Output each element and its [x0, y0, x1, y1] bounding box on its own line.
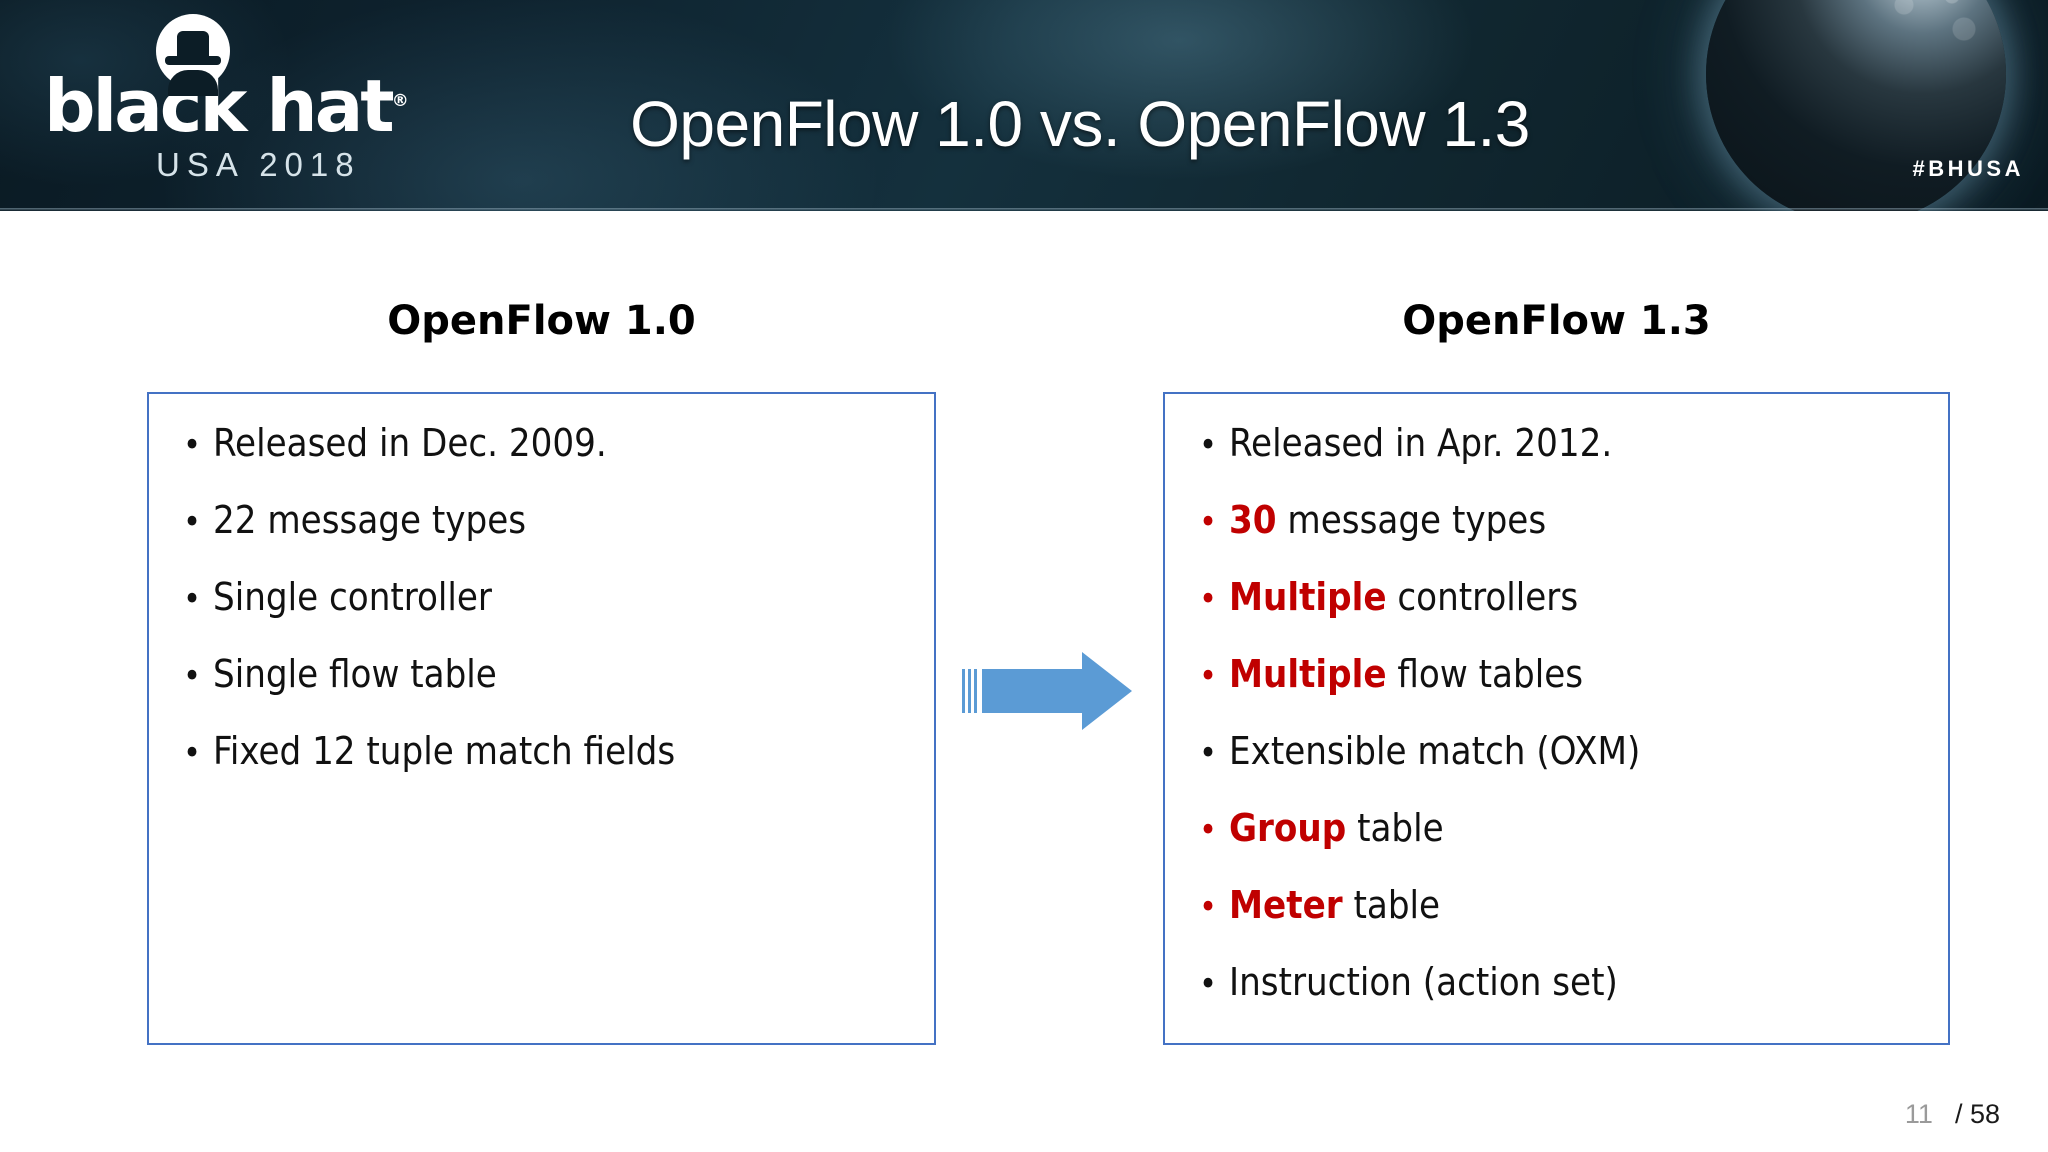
event-hashtag: #BHUSA — [1912, 156, 2024, 181]
list-item-label: Extensible match (OXM) — [1229, 729, 1641, 773]
list-item-label: message types — [1276, 498, 1547, 542]
slide-title: OpenFlow 1.0 vs. OpenFlow 1.3 — [630, 88, 1530, 160]
page-number: 11 / 58 — [1905, 1099, 2000, 1130]
list-item-label: Released in Dec. 2009. — [213, 421, 607, 465]
list-item-label: Fixed 12 tuple match fields — [213, 729, 676, 773]
list-item: • Released in Dec. 2009. — [183, 424, 934, 462]
logo-wordmark: black hat® — [44, 70, 409, 142]
list-item: • Multiple controllers — [1199, 578, 1948, 616]
list-item: • Multiple flow tables — [1199, 655, 1948, 693]
bullet-dot-icon: • — [183, 579, 202, 619]
list-item-text: Group table — [1229, 809, 1444, 847]
list-item-label: Instruction (action set) — [1229, 960, 1618, 1004]
list-item-emphasis: 30 — [1229, 498, 1277, 542]
list-item-label: 22 message types — [213, 498, 527, 542]
list-item-emphasis: Multiple — [1229, 575, 1387, 619]
list-item: • Single controller — [183, 578, 934, 616]
list-item: • 30 message types — [1199, 501, 1948, 539]
list-item: • 22 message types — [183, 501, 934, 539]
bullet-dot-icon: • — [1199, 810, 1218, 850]
right-arrow-icon — [962, 652, 1132, 730]
list-item-text: Multiple controllers — [1229, 578, 1578, 616]
logo-wordmark-text: black hat — [44, 64, 395, 148]
list-item: • Instruction (action set) — [1199, 963, 1948, 1001]
list-item: • Meter table — [1199, 886, 1948, 924]
moon-icon — [1706, 0, 2006, 211]
list-item-label: flow tables — [1386, 652, 1584, 696]
list-item-label: controllers — [1386, 575, 1579, 619]
bullet-dot-icon: • — [183, 502, 202, 542]
bullet-dot-icon: • — [183, 656, 202, 696]
list-item-text: Instruction (action set) — [1229, 963, 1618, 1001]
right-column-heading: OpenFlow 1.3 — [1402, 298, 1711, 344]
moon-graphic — [1618, 0, 2048, 211]
list-item: • Group table — [1199, 809, 1948, 847]
list-item-label: table — [1346, 806, 1444, 850]
list-item: • Released in Apr. 2012. — [1199, 424, 1948, 462]
bullet-dot-icon: • — [1199, 887, 1218, 927]
transition-arrow — [960, 648, 1138, 734]
list-item: • Extensible match (OXM) — [1199, 732, 1948, 770]
list-item-label: Single flow table — [213, 652, 497, 696]
bullet-dot-icon: • — [183, 425, 202, 465]
total-page-count: / 58 — [1954, 1099, 2000, 1129]
list-item-text: Meter table — [1229, 886, 1440, 924]
left-column-heading: OpenFlow 1.0 — [387, 298, 696, 344]
black-hat-shoulder-shape — [168, 70, 218, 96]
list-item-text: Released in Apr. 2012. — [1229, 424, 1612, 462]
slide-header-banner: black hat® USA 2018 OpenFlow 1.0 vs. Ope… — [0, 0, 2048, 211]
current-page-number: 11 — [1904, 1099, 1933, 1129]
list-item: • Single flow table — [183, 655, 934, 693]
list-item-emphasis: Multiple — [1229, 652, 1387, 696]
bullet-dot-icon: • — [183, 733, 202, 773]
logo-subtitle: USA 2018 — [156, 146, 361, 183]
bullet-dot-icon: • — [1199, 733, 1218, 773]
list-item-label: Single controller — [213, 575, 492, 619]
left-panel: • Released in Dec. 2009. • 22 message ty… — [147, 392, 936, 1045]
bullet-dot-icon: • — [1199, 964, 1218, 1004]
list-item-text: Extensible match (OXM) — [1229, 732, 1640, 770]
right-panel: • Released in Apr. 2012. • 30 message ty… — [1163, 392, 1950, 1045]
list-item-label: table — [1342, 883, 1441, 927]
right-bullet-list: • Released in Apr. 2012. • 30 message ty… — [1165, 394, 1948, 1040]
list-item-text: 30 message types — [1229, 501, 1546, 539]
list-item-emphasis: Group — [1229, 806, 1347, 850]
registered-trademark-icon: ® — [391, 91, 409, 111]
list-item-text: Multiple flow tables — [1229, 655, 1583, 693]
list-item: • Fixed 12 tuple match fields — [183, 732, 934, 770]
left-bullet-list: • Released in Dec. 2009. • 22 message ty… — [149, 394, 934, 809]
bullet-dot-icon: • — [1199, 425, 1218, 465]
list-item-label: Released in Apr. 2012. — [1229, 421, 1613, 465]
black-hat-logo: black hat® USA 2018 — [44, 14, 409, 194]
bullet-dot-icon: • — [1199, 579, 1218, 619]
list-item-emphasis: Meter — [1229, 883, 1343, 927]
bullet-dot-icon: • — [1199, 502, 1218, 542]
bullet-dot-icon: • — [1199, 656, 1218, 696]
